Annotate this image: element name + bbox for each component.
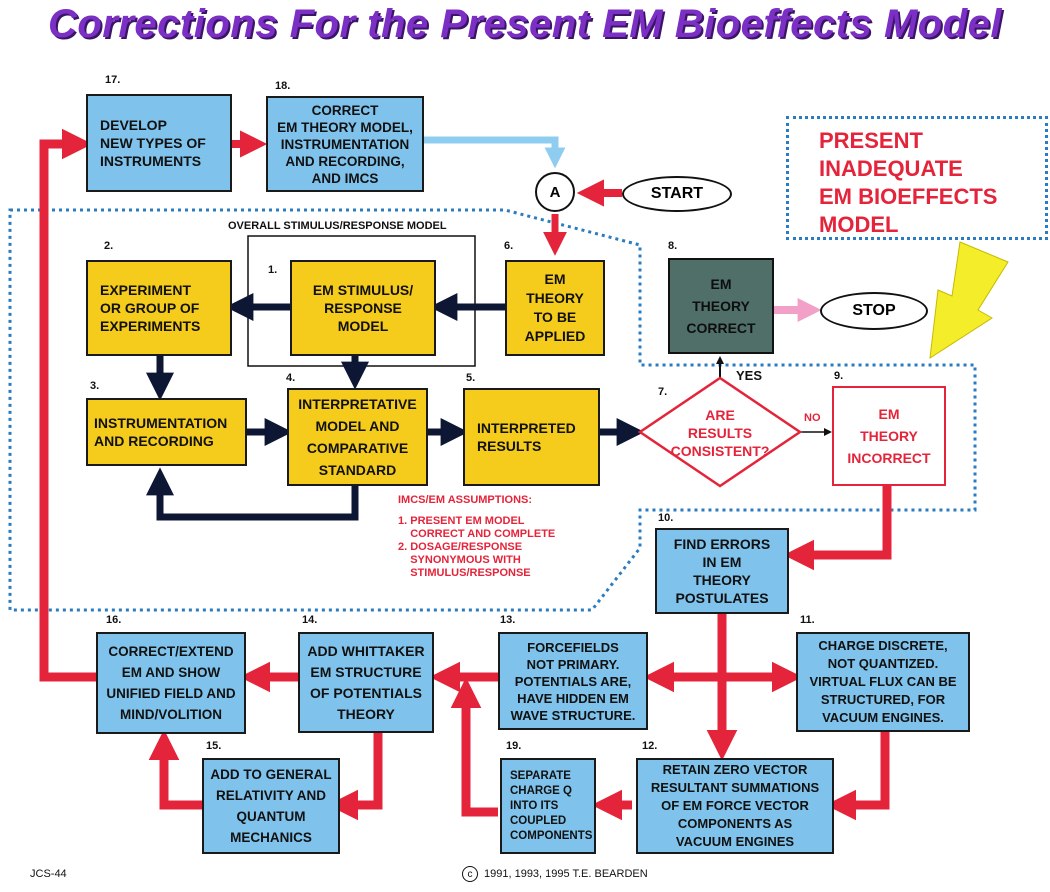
box-text: DEVELOP NEW TYPES OF INSTRUMENTS: [100, 117, 206, 169]
box-forcefields[interactable]: FORCEFIELDS NOT PRIMARY. POTENTIALS ARE,…: [498, 632, 648, 730]
step-number: 15.: [206, 740, 222, 752]
step-number: 11.: [800, 614, 815, 626]
box-text: ADD WHITTAKER EM STRUCTURE OF POTENTIALS…: [307, 642, 425, 722]
box-retain-zero-vector[interactable]: RETAIN ZERO VECTOR RESULTANT SUMMATIONS …: [636, 758, 834, 854]
box-find-errors[interactable]: FIND ERRORS IN EM THEORY POSTULATES: [655, 528, 789, 614]
step-number: 1.: [268, 264, 278, 276]
box-text: INTERPRETED RESULTS: [477, 420, 576, 454]
arrow-18-to-a: [424, 136, 566, 169]
step-number: 16.: [106, 614, 122, 626]
decision-text[interactable]: ARE RESULTS CONSISTENT?: [670, 406, 770, 460]
box-text: CORRECT/EXTEND EM AND SHOW UNIFIED FIELD…: [106, 644, 236, 722]
copyright-text: 1991, 1993, 1995 T.E. BEARDEN: [484, 868, 648, 880]
assumption-line: SYNONYMOUS WITH: [398, 554, 521, 566]
step-number: 9.: [834, 370, 844, 382]
box-text: EM THEORY TO BE APPLIED: [524, 271, 586, 344]
box-experiment[interactable]: EXPERIMENT OR GROUP OF EXPERIMENTS: [86, 260, 232, 356]
box-correct-em-theory[interactable]: CORRECT EM THEORY MODEL, INSTRUMENTATION…: [266, 96, 424, 192]
step-number: 2.: [104, 240, 114, 252]
box-instrumentation[interactable]: INSTRUMENTATION AND RECORDING: [86, 398, 247, 466]
step-number: 18.: [275, 80, 291, 92]
box-separate-charge[interactable]: SEPARATE CHARGE Q INTO ITS COUPLED COMPO…: [500, 758, 596, 854]
box-text: INSTRUMENTATION AND RECORDING: [94, 415, 228, 449]
arrow-9-to-10: [783, 486, 892, 571]
box-general-relativity[interactable]: ADD TO GENERAL RELATIVITY AND QUANTUM ME…: [202, 758, 340, 854]
decision-line: RESULTS: [687, 425, 753, 441]
overall-model-label: OVERALL STIMULUS/RESPONSE MODEL: [228, 220, 447, 232]
arrow-14-to-15: [327, 733, 383, 821]
step-number: 19.: [506, 740, 522, 752]
box-text: FORCEFIELDS NOT PRIMARY. POTENTIALS ARE,…: [510, 639, 636, 723]
footer-code: JCS-44: [30, 868, 67, 880]
step-number: 14.: [302, 614, 318, 626]
assumption-line: CORRECT AND COMPLETE: [398, 528, 556, 540]
present-line: PRESENT: [819, 128, 923, 153]
arrow-16-to-17: [39, 128, 96, 682]
box-text: EM THEORY CORRECT: [686, 276, 756, 336]
box-em-theory-incorrect[interactable]: EM THEORY INCORRECT: [832, 386, 946, 486]
box-unified-field[interactable]: CORRECT/EXTEND EM AND SHOW UNIFIED FIELD…: [96, 632, 246, 734]
present-line: EM BIOEFFECTS: [819, 184, 998, 209]
box-interpretative-model[interactable]: INTERPRETATIVE MODEL AND COMPARATIVE STA…: [287, 388, 428, 486]
box-text: CHARGE DISCRETE, NOT QUANTIZED. VIRTUAL …: [809, 638, 957, 725]
box-interpreted-results[interactable]: INTERPRETED RESULTS: [463, 388, 600, 486]
step-number: 7.: [658, 386, 668, 398]
decision-diamond: [637, 376, 803, 488]
arrow-11-to-12: [825, 732, 890, 821]
assumptions-heading: IMCS/EM ASSUMPTIONS:: [398, 494, 533, 506]
present-inadequate-label: PRESENT INADEQUATE EM BIOEFFECTS MODEL: [786, 116, 1048, 240]
box-text: EM THEORY INCORRECT: [847, 406, 931, 466]
box-text: CORRECT EM THEORY MODEL, INSTRUMENTATION…: [277, 102, 413, 186]
box-charge-discrete[interactable]: CHARGE DISCRETE, NOT QUANTIZED. VIRTUAL …: [796, 632, 970, 732]
assumption-line: 2. DOSAGE/RESPONSE: [398, 541, 523, 553]
diagram-title: Corrections For the Present EM Bioeffect…: [47, 2, 1003, 46]
step-number: 6.: [504, 240, 514, 252]
present-line: MODEL: [819, 212, 899, 237]
decision-line: CONSISTENT?: [670, 443, 770, 459]
box-em-stimulus-response[interactable]: EM STIMULUS/ RESPONSE MODEL: [290, 260, 436, 356]
box-text: RETAIN ZERO VECTOR RESULTANT SUMMATIONS …: [650, 762, 820, 849]
box-develop-instruments[interactable]: DEVELOP NEW TYPES OF INSTRUMENTS: [86, 94, 232, 192]
arrow-19-up-to-13-14: [450, 677, 498, 817]
step-number: 13.: [500, 614, 516, 626]
box-text: ADD TO GENERAL RELATIVITY AND QUANTUM ME…: [210, 767, 332, 845]
step-number: 5.: [466, 372, 476, 384]
box-text: INTERPRETATIVE MODEL AND COMPARATIVE STA…: [298, 396, 417, 478]
box-text: SEPARATE CHARGE Q INTO ITS COUPLED COMPO…: [510, 769, 593, 842]
box-whittaker[interactable]: ADD WHITTAKER EM STRUCTURE OF POTENTIALS…: [298, 632, 434, 733]
present-model-boundary: [8, 208, 977, 612]
arrow-15-to-16: [148, 729, 204, 810]
assumption-line: 1. PRESENT EM MODEL: [398, 515, 525, 527]
present-pointer-arrow: [929, 241, 1009, 359]
arrow-4-feedback-to-3: [146, 467, 359, 521]
imcs-assumptions: IMCS/EM ASSUMPTIONS: 1. PRESENT EM MODEL…: [398, 494, 555, 580]
box-text: EM STIMULUS/ RESPONSE MODEL: [312, 282, 414, 334]
box-em-theory-correct[interactable]: EM THEORY CORRECT: [668, 258, 774, 354]
step-number: 17.: [105, 74, 121, 86]
step-number: 3.: [90, 380, 100, 392]
stop-terminal[interactable]: STOP: [820, 292, 928, 330]
decision-line: ARE: [705, 407, 735, 423]
footer-copyright: c 1991, 1993, 1995 T.E. BEARDEN: [462, 866, 648, 882]
step-number: 8.: [668, 240, 678, 252]
no-label: NO: [804, 412, 821, 424]
step-number: 10.: [658, 512, 674, 524]
copyright-icon: c: [462, 866, 478, 882]
start-terminal[interactable]: START: [622, 176, 732, 212]
box-em-theory-applied[interactable]: EM THEORY TO BE APPLIED: [505, 260, 605, 356]
yes-label: YES: [736, 368, 763, 383]
step-number: 4.: [286, 372, 296, 384]
assumption-line: STIMULUS/RESPONSE: [398, 567, 531, 579]
step-number: 12.: [642, 740, 658, 752]
present-line: INADEQUATE: [819, 156, 963, 181]
box-text: EXPERIMENT OR GROUP OF EXPERIMENTS: [100, 282, 201, 334]
box-text: FIND ERRORS IN EM THEORY POSTULATES: [673, 536, 771, 606]
connector-a[interactable]: A: [535, 172, 575, 212]
